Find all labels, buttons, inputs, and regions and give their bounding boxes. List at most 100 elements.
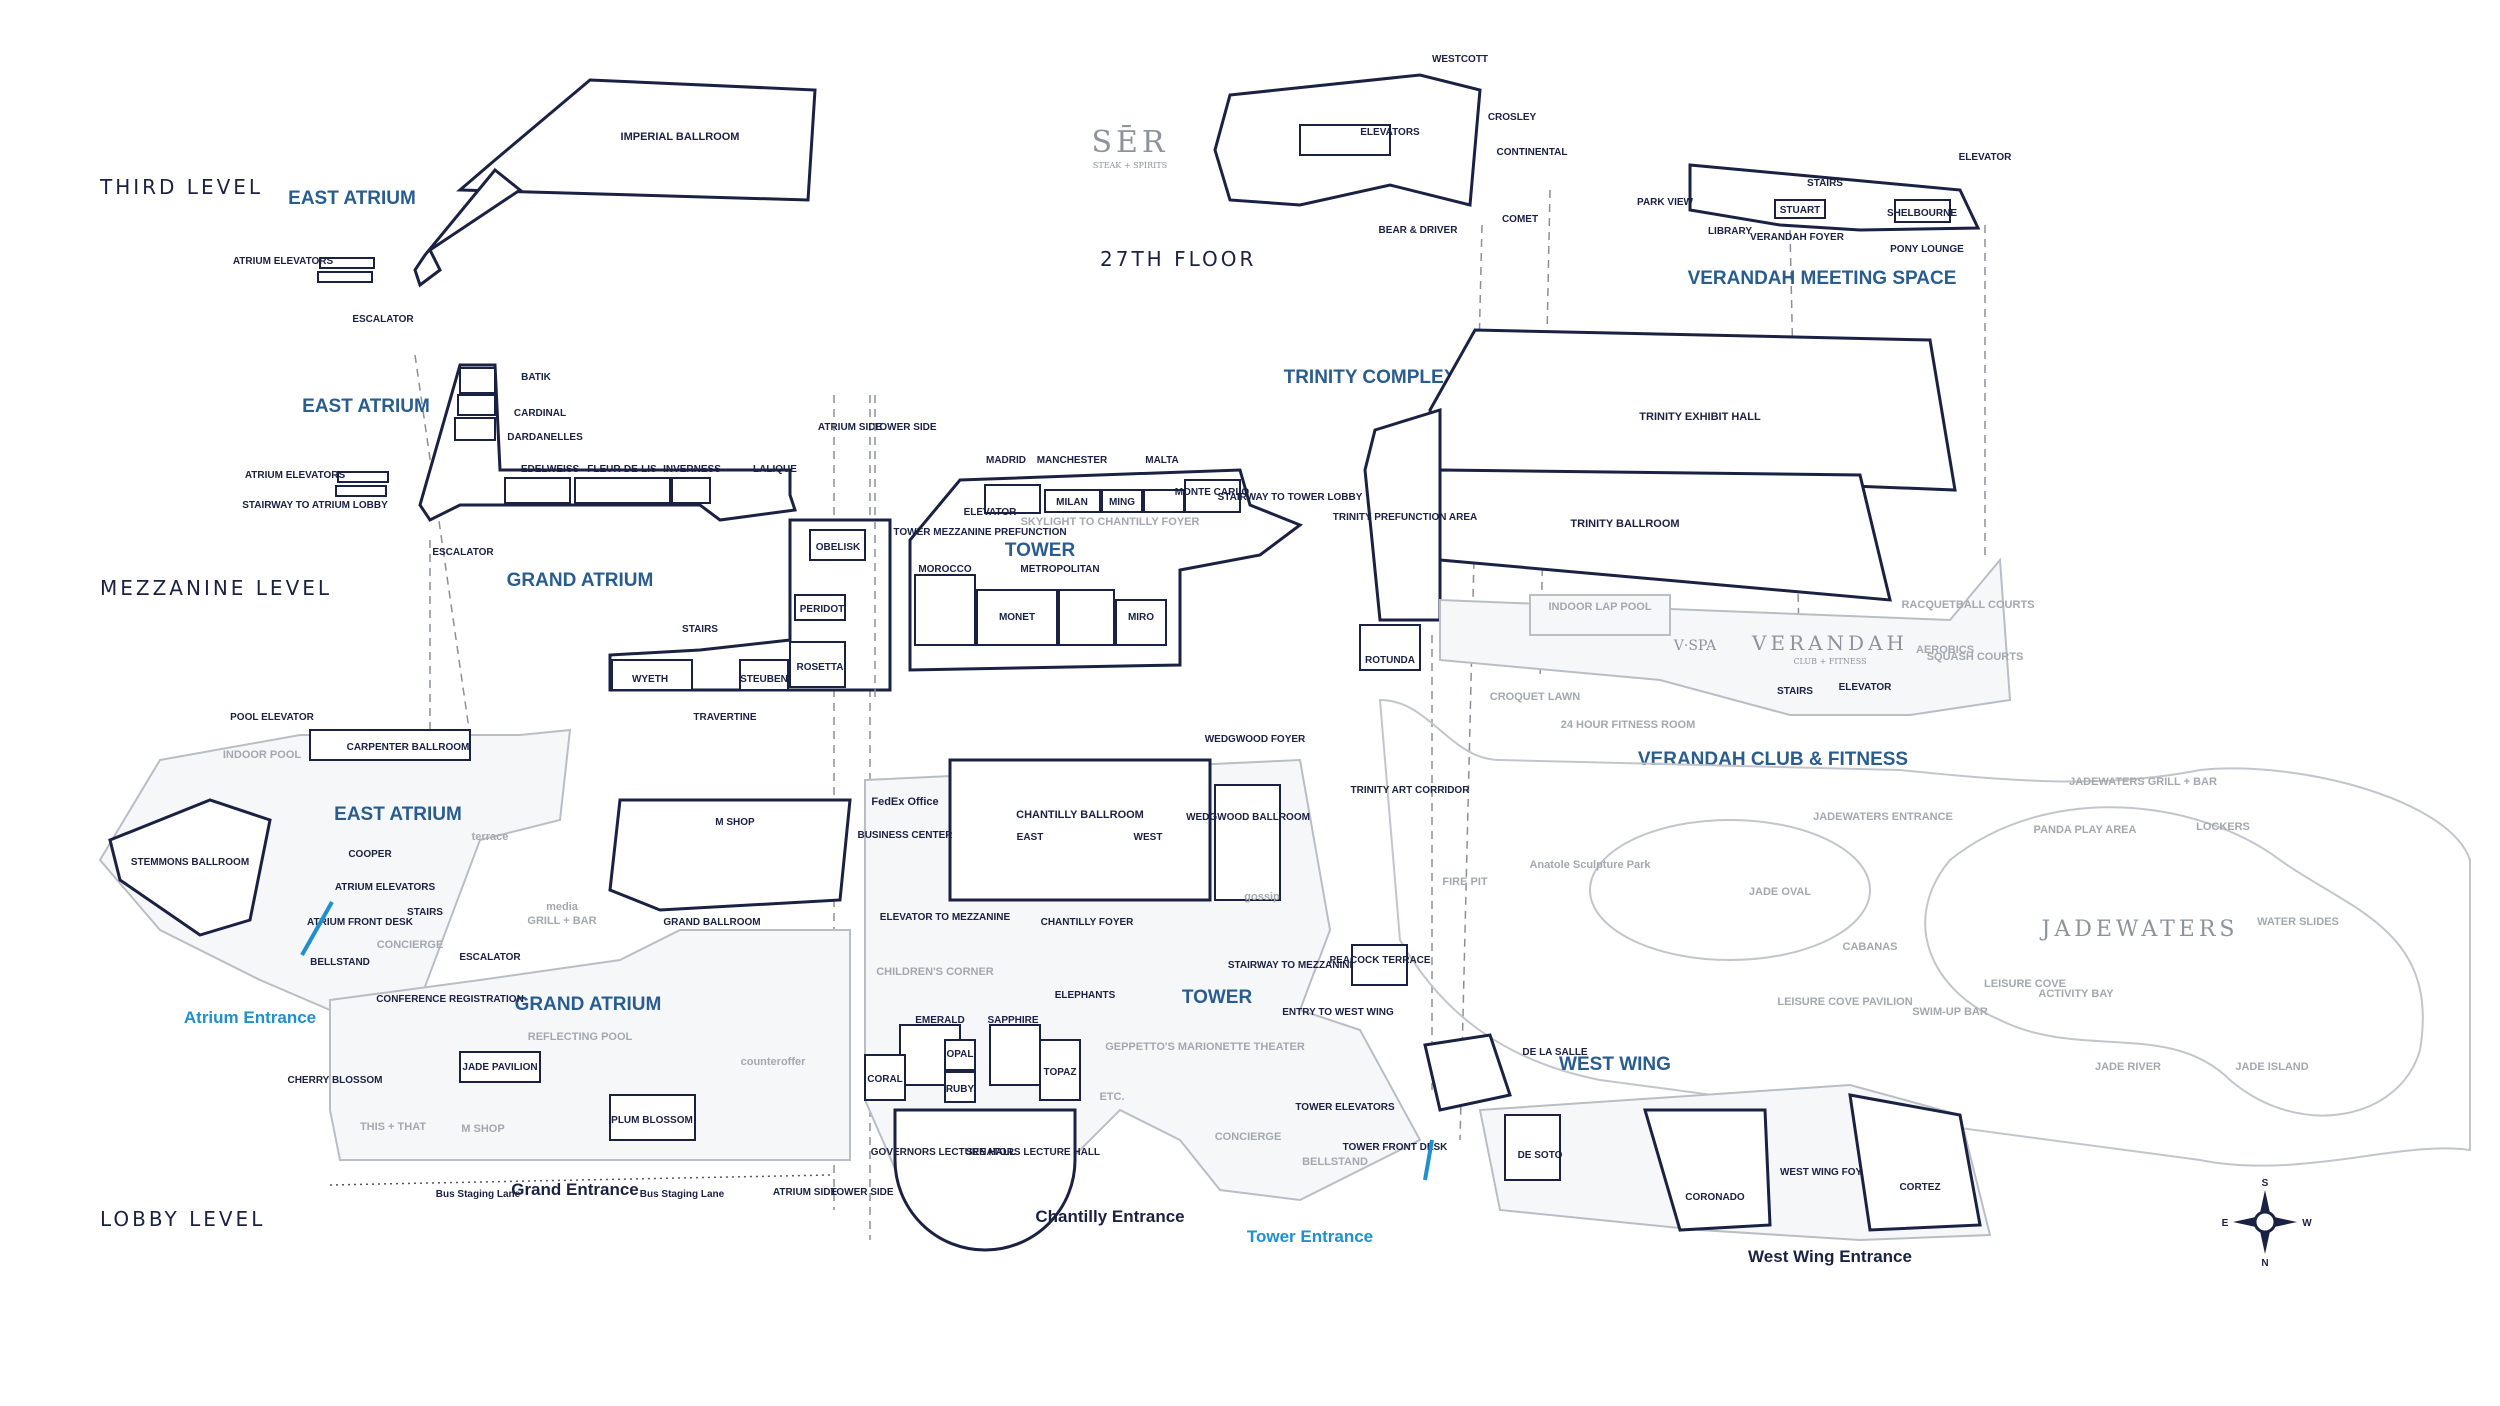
peridot-room[interactable] bbox=[794, 594, 846, 621]
ming-room[interactable] bbox=[1101, 489, 1143, 513]
de-soto-room[interactable] bbox=[1504, 1114, 1561, 1181]
monte-carlo-room[interactable] bbox=[1184, 479, 1241, 513]
madrid-room[interactable] bbox=[984, 484, 1041, 514]
jadewaters-entrance-label: JADEWATERS ENTRANCE bbox=[1813, 811, 1953, 823]
grand-entrance-label[interactable]: Grand Entrance bbox=[511, 1180, 639, 1199]
tower-entrance-label[interactable]: Tower Entrance bbox=[1247, 1227, 1373, 1246]
third-atrium-elevator[interactable] bbox=[319, 257, 375, 269]
morocco-room[interactable] bbox=[914, 574, 976, 646]
dardanelles-room[interactable] bbox=[454, 417, 496, 441]
plum-blossom-label: PLUM BLOSSOM bbox=[611, 1115, 693, 1126]
stairway-atrium-lobby-label: STAIRWAY TO ATRIUM LOBBY bbox=[242, 500, 388, 511]
indoor-lap-pool[interactable] bbox=[1529, 594, 1671, 636]
travertine-label: TRAVERTINE bbox=[693, 712, 756, 723]
wedgwood-ballroom[interactable] bbox=[1214, 784, 1281, 901]
elevator-to-mezzanine-label: ELEVATOR TO MEZZANINE bbox=[880, 912, 1011, 923]
peacock-terrace-label: PEACOCK TERRACE bbox=[1329, 955, 1430, 966]
miro-room[interactable] bbox=[1115, 599, 1167, 646]
coronado-room[interactable] bbox=[1643, 1108, 1772, 1232]
verandah-foyer-label: VERANDAH FOYER bbox=[1750, 232, 1845, 243]
mezz-atrium-elevator-2[interactable] bbox=[335, 485, 387, 497]
compass-e: E bbox=[2222, 1218, 2229, 1229]
stemmons-ballroom[interactable] bbox=[108, 798, 272, 937]
third-atrium-elevator-2[interactable] bbox=[317, 271, 373, 283]
fire-pit-label: FIRE PIT bbox=[1442, 876, 1488, 888]
third-escalator-label: ESCALATOR bbox=[352, 314, 414, 325]
coral-room[interactable] bbox=[864, 1054, 906, 1101]
opal-room[interactable] bbox=[944, 1039, 976, 1071]
trinity-prefunction[interactable] bbox=[1363, 407, 1442, 622]
west-wing-entrance-label[interactable]: West Wing Entrance bbox=[1748, 1247, 1912, 1266]
chantilly-entrance-label[interactable]: Chantilly Entrance bbox=[1035, 1207, 1184, 1226]
trinity-complex: TRINITY COMPLEX TRINITY EXHIBIT HALL TRI… bbox=[1284, 328, 1957, 671]
floor-27: 27TH FLOOR SĒR STEAK + SPIRITS ELEVATORS… bbox=[1091, 54, 1567, 271]
rotunda-room[interactable] bbox=[1359, 624, 1421, 671]
jade-pavilion-room[interactable] bbox=[459, 1051, 541, 1083]
topaz-room[interactable] bbox=[1039, 1039, 1081, 1101]
verandah-meeting-space: ELEVATOR STAIRS PARK VIEW STUART SHELBOU… bbox=[1637, 152, 2012, 289]
mezz-east-atrium-label: EAST ATRIUM bbox=[302, 396, 430, 417]
monet-room[interactable] bbox=[976, 589, 1058, 646]
rosetta-room[interactable] bbox=[789, 641, 846, 688]
mezz-atrium-elevator[interactable] bbox=[337, 471, 389, 483]
ming-label: MING bbox=[1109, 497, 1135, 508]
mezz-tower-label: TOWER bbox=[1005, 540, 1076, 561]
fleur-de-lis-label: FLEUR-DE-LIS bbox=[587, 464, 657, 475]
metropolitan-room[interactable] bbox=[1058, 589, 1115, 646]
inverness-room[interactable] bbox=[671, 477, 711, 504]
wyeth-room[interactable] bbox=[611, 659, 693, 691]
trinity-complex-title: TRINITY COMPLEX bbox=[1284, 367, 1457, 388]
cardinal-room[interactable] bbox=[457, 394, 496, 416]
squash-label: SQUASH COURTS bbox=[1927, 651, 2024, 663]
bellstand-east-label: BELLSTAND bbox=[310, 957, 370, 968]
jadewaters-grill-label: JADEWATERS GRILL + BAR bbox=[2069, 776, 2217, 788]
atrium-front-desk-accent bbox=[300, 901, 334, 956]
grand-ballroom[interactable] bbox=[608, 798, 852, 912]
sapphire-room[interactable] bbox=[989, 1024, 1041, 1086]
fleur-de-lis-room[interactable] bbox=[574, 477, 671, 504]
floor27-elevators[interactable] bbox=[1299, 124, 1391, 156]
mezz-atrium-elevators-label: ATRIUM ELEVATORS bbox=[245, 470, 346, 481]
skylight-label: SKYLIGHT TO CHANTILLY FOYER bbox=[1021, 516, 1200, 528]
m-shop-label: M SHOP bbox=[461, 1123, 504, 1135]
batik-room[interactable] bbox=[459, 367, 496, 394]
rosetta-label: ROSETTA bbox=[796, 662, 843, 673]
leisure-cove-label: LEISURE COVE bbox=[1984, 978, 2066, 990]
lobby-tower-label: TOWER bbox=[1182, 987, 1253, 1008]
peacock-terrace[interactable] bbox=[1351, 944, 1408, 986]
malta-label: MALTA bbox=[1145, 455, 1179, 466]
senators-lecture-hall-label: SENATORS LECTURE HALL bbox=[966, 1147, 1100, 1158]
gossip-brand: gossip bbox=[1244, 891, 1280, 903]
ruby-room[interactable] bbox=[944, 1071, 976, 1103]
topaz-label: TOPAZ bbox=[1044, 1067, 1077, 1078]
carpenter-ballroom[interactable] bbox=[309, 729, 471, 761]
terrace-brand: terrace bbox=[472, 831, 509, 843]
trinity-ballroom[interactable] bbox=[1438, 468, 1892, 602]
stemmons-ballroom-label: STEMMONS BALLROOM bbox=[131, 857, 249, 868]
vms-elevator-label: ELEVATOR bbox=[1959, 152, 2013, 163]
stuart-room[interactable] bbox=[1774, 199, 1826, 219]
mezz-grand-atrium-label: GRAND ATRIUM bbox=[507, 570, 654, 591]
atrium-entrance-label[interactable]: Atrium Entrance bbox=[184, 1008, 316, 1027]
compass-s: S bbox=[2262, 1178, 2269, 1189]
entry-to-west-wing-label: ENTRY TO WEST WING bbox=[1282, 1007, 1394, 1018]
obelisk-room[interactable] bbox=[809, 529, 866, 561]
shelbourne-room[interactable] bbox=[1894, 199, 1951, 223]
grand-ballroom-label: M SHOP bbox=[715, 817, 755, 828]
milan-room[interactable] bbox=[1044, 489, 1101, 513]
imperial-ballroom[interactable] bbox=[456, 78, 817, 202]
compass-center bbox=[2253, 1210, 2277, 1234]
pony-lounge-label: PONY LOUNGE bbox=[1890, 244, 1964, 255]
jade-pavilion-label: JADE PAVILION bbox=[462, 1062, 537, 1073]
cortez-room[interactable] bbox=[1848, 1093, 1982, 1232]
geppettos-label: GEPPETTO'S MARIONETTE THEATER bbox=[1105, 1041, 1305, 1053]
trinity-exhibit-hall[interactable] bbox=[1428, 328, 1957, 492]
de-la-salle-room[interactable] bbox=[1423, 1033, 1512, 1112]
lalique-label: LALIQUE bbox=[753, 464, 797, 475]
trinity-prefunction-label: TRINITY PREFUNCTION AREA bbox=[1333, 512, 1477, 523]
chantilly-ballroom-label: CHANTILLY BALLROOM bbox=[1016, 809, 1144, 821]
edelweiss-room[interactable] bbox=[504, 477, 571, 504]
plum-blossom-room[interactable] bbox=[609, 1094, 696, 1141]
chantilly-ballroom[interactable] bbox=[948, 758, 1212, 902]
steuben-room[interactable] bbox=[739, 659, 789, 691]
